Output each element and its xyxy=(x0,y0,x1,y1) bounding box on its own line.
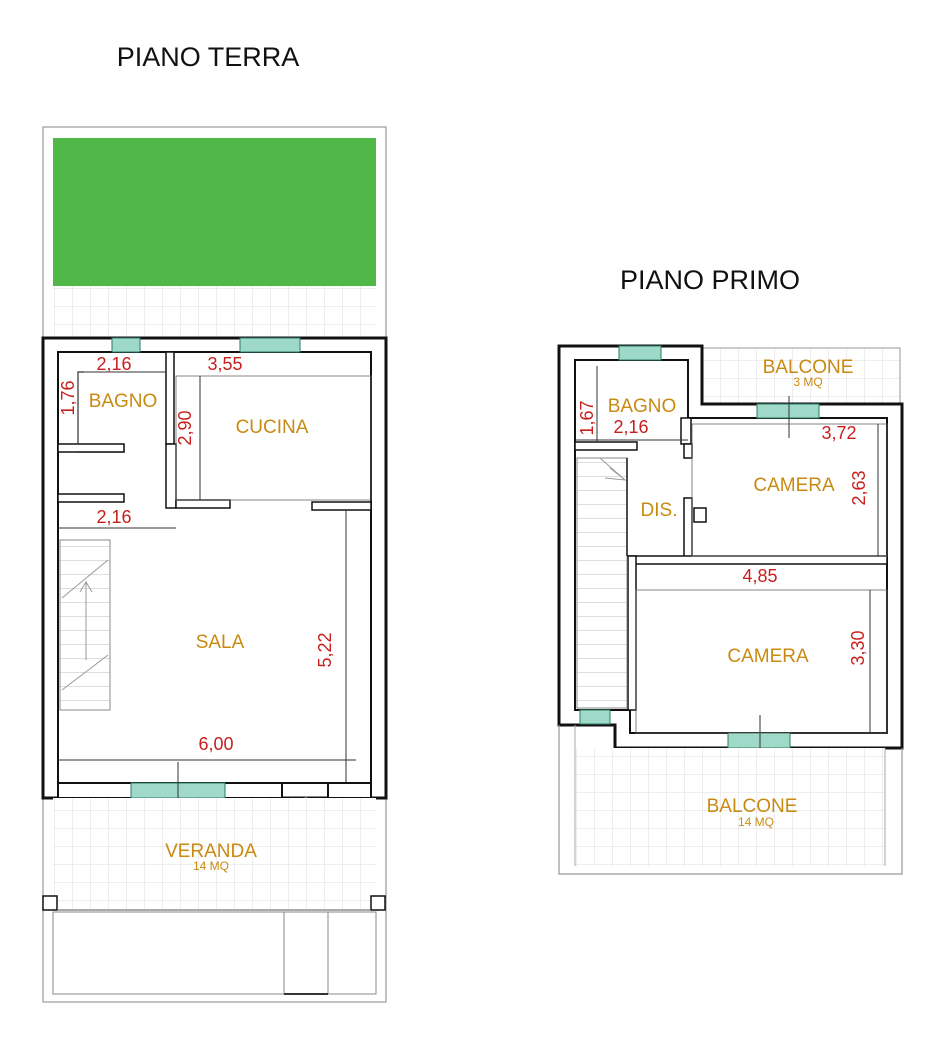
cucina-inner-line xyxy=(175,375,372,501)
stair-arrow xyxy=(61,559,109,691)
ground-floor-title: PIANO TERRA xyxy=(117,42,300,72)
parking-area xyxy=(52,911,377,995)
cucina-bottom-wall-left xyxy=(175,499,231,509)
rear-patio xyxy=(53,286,376,336)
dim-first-camera1-width: 3,72 xyxy=(821,423,856,443)
dim-ground-cucina-height: 2,90 xyxy=(175,410,195,445)
first-balcone-bottom xyxy=(575,748,885,866)
dim-first-camera1-height: 2,63 xyxy=(849,470,869,505)
cucina-left-wall xyxy=(165,443,177,509)
bagno-partition xyxy=(57,443,125,453)
dim-first-bagno-width: 2,16 xyxy=(613,417,648,437)
first-bagno-bottom-wall xyxy=(574,441,638,451)
window-first-camera2 xyxy=(727,732,791,749)
dim-ground-bagno-height: 1,76 xyxy=(58,380,78,415)
dim-first-camera2-width: 4,85 xyxy=(742,566,777,586)
dim-ground-bagno-width: 2,16 xyxy=(96,354,131,374)
dim-ground-cucina-width: 3,55 xyxy=(207,354,242,374)
first-label-camera-2: CAMERA xyxy=(727,646,809,667)
veranda-area xyxy=(53,798,376,910)
ground-label-veranda: VERANDA xyxy=(165,841,257,862)
garden-area xyxy=(53,138,376,286)
ground-staircase xyxy=(59,539,111,711)
first-balcone-outline xyxy=(558,725,903,875)
window-bagno-rear xyxy=(111,337,141,353)
ground-label-veranda-area: 14 MQ xyxy=(193,859,229,873)
first-label-camera-1: CAMERA xyxy=(753,475,835,496)
dim-ground-stair-width: 2,16 xyxy=(96,507,131,527)
veranda-post-right xyxy=(370,895,386,911)
stair-top-wall xyxy=(57,493,125,503)
first-floor-title: PIANO PRIMO xyxy=(620,265,800,295)
first-label-balcone-top-area: 3 MQ xyxy=(793,375,822,389)
dim-first-camera2-height: 3,30 xyxy=(848,630,868,665)
first-camera2-inner-line xyxy=(635,589,888,734)
bagno-cucina-partition xyxy=(165,351,175,445)
first-balcone-top xyxy=(701,347,901,405)
first-label-balcone-bottom: BALCONE xyxy=(707,796,798,817)
veranda-post-left xyxy=(42,895,58,911)
first-camera1-inner-line xyxy=(691,423,888,557)
dim-first-bagno-height: 1,67 xyxy=(577,400,597,435)
first-label-bagno: BAGNO xyxy=(608,396,677,417)
first-door-jamb xyxy=(683,443,693,459)
first-label-balcone-bottom-area: 14 MQ xyxy=(738,815,774,829)
window-first-camera1 xyxy=(756,403,820,419)
first-camera1-left-wall xyxy=(683,497,693,559)
first-stair-arrow xyxy=(599,457,627,481)
cucina-bottom-wall-right xyxy=(311,501,372,511)
front-wall-right xyxy=(327,782,372,799)
dim-ground-sala-width: 6,00 xyxy=(198,734,233,754)
dim-ground-sala-height: 5,22 xyxy=(315,632,335,667)
first-label-balcone-top: BALCONE xyxy=(763,357,854,378)
first-staircase xyxy=(576,457,628,709)
first-label-dis: DIS. xyxy=(641,500,678,521)
window-first-stair xyxy=(579,709,611,725)
first-camera2-left-wall xyxy=(627,555,637,711)
first-shaft xyxy=(693,507,707,523)
ground-label-bagno: BAGNO xyxy=(89,391,158,412)
window-first-bagno xyxy=(618,345,662,361)
ground-label-sala: SALA xyxy=(196,632,245,653)
window-cucina-rear xyxy=(239,337,301,353)
ground-label-cucina: CUCINA xyxy=(236,417,309,438)
first-camera-partition xyxy=(627,555,888,565)
